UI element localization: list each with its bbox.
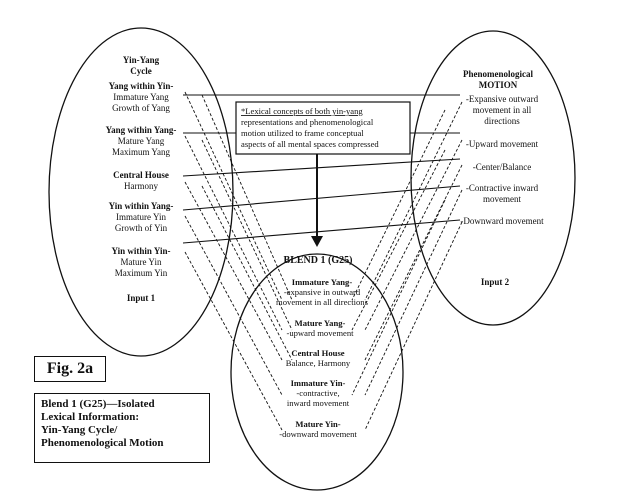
projection-1a: [184, 91, 283, 301]
projection-1e: [184, 251, 283, 431]
input2-item4-line2: movement: [483, 194, 521, 204]
input1-group1-head: Yang within Yin-: [109, 81, 174, 91]
input1-group5-line2: Maximum Yin: [115, 268, 168, 278]
note-line1: *Lexical concepts of both yin-yang: [241, 106, 363, 116]
input2-projections: [351, 101, 463, 431]
projection-2b: [364, 139, 463, 331]
blend-title: BLEND 1 (G25): [284, 255, 353, 266]
caption-line3: Yin-Yang Cycle/: [41, 424, 118, 436]
projection-1h: [201, 185, 293, 361]
blend-group4-head: Immature Yin-: [291, 378, 346, 388]
figure-caption: Blend 1 (G25)—Isolated Lexical Informati…: [34, 393, 210, 463]
connector-contractive: [182, 185, 461, 211]
input1-group2-line1: Mature Yang: [118, 136, 165, 146]
input2-item2-line1: -Upward movement: [466, 139, 539, 149]
blend-group5-head: Mature Yin-: [295, 419, 340, 429]
input2-item4-line1: -Contractive inward: [466, 183, 539, 193]
blend-space: [230, 253, 404, 491]
projection-2c: [364, 164, 463, 361]
input2-item1-line1: -Expansive outward: [466, 94, 539, 104]
note-line3: motion utilized to frame conceptual: [241, 128, 364, 138]
blend-text: BLEND 1 (G25) Immature Yang- -expansive …: [276, 255, 369, 439]
connector-downward: [182, 219, 461, 244]
input1-group2-line2: Maximum Yang: [112, 147, 171, 157]
input1-text: Yin-Yang Cycle Yang within Yin- Immature…: [106, 55, 177, 303]
caption-line1: Blend 1 (G25)—Isolated: [41, 398, 155, 410]
caption-line4: Phenomenological Motion: [41, 437, 164, 449]
input2-space: [410, 30, 576, 326]
input1-title-line1: Yin-Yang: [123, 55, 160, 65]
input2-item1-line2: movement in all: [473, 105, 532, 115]
projection-2e: [364, 221, 463, 431]
input1-group4-line2: Growth of Yin: [115, 223, 168, 233]
input1-group1-line2: Growth of Yang: [112, 103, 170, 113]
blend-group3-line1: Balance, Harmony: [286, 358, 351, 368]
input1-title-line2: Cycle: [130, 66, 152, 76]
input1-group1-line1: Immature Yang: [113, 92, 169, 102]
input2-item5-line1: -Downward movement: [460, 216, 544, 226]
blend-group4-line1: -contractive,: [296, 388, 339, 398]
projection-2h: [351, 199, 446, 396]
input1-group4-head: Yin within Yang-: [109, 201, 174, 211]
input2-item1-line3: directions: [484, 116, 520, 126]
input1-group5-line1: Mature Yin: [121, 257, 162, 267]
compression-arrow-head: [311, 236, 323, 247]
projection-2g: [351, 149, 446, 331]
note-line2: representations and phenomenological: [241, 117, 374, 127]
input2-item3-line1: -Center/Balance: [473, 162, 531, 172]
blend-group5-line1: -downward movement: [279, 429, 357, 439]
projection-2a: [364, 101, 463, 301]
input2-text: Phenomenological MOTION -Expansive outwa…: [460, 69, 544, 287]
blend-group3-head: Central House: [291, 348, 344, 358]
blend-group1-head: Immature Yang-: [292, 277, 353, 287]
input1-group3-line1: Harmony: [124, 181, 158, 191]
blend-group2-line1: -upward movement: [286, 328, 354, 338]
caption-line2: Lexical Information:: [41, 411, 140, 423]
connector-center: [182, 158, 461, 177]
projection-1f: [201, 94, 293, 301]
input1-group5-head: Yin within Yin-: [111, 246, 170, 256]
projection-2f: [351, 109, 446, 301]
note-text: *Lexical concepts of both yin-yang repre…: [241, 106, 379, 149]
input1-group2-head: Yang within Yang-: [106, 125, 177, 135]
blend-group2-head: Mature Yang-: [295, 318, 346, 328]
lexical-concepts-note-box: [235, 101, 411, 155]
blend-group1-line1: -expansive in outward: [284, 287, 361, 297]
input1-group3-head: Central House: [113, 170, 169, 180]
projection-1b: [184, 135, 283, 331]
blend-group1-line2: movement in all directions: [276, 297, 369, 307]
note-line4: aspects of all mental spaces compressed: [241, 139, 379, 149]
input2-title-line2: MOTION: [479, 80, 518, 90]
input2-label: Input 2: [481, 277, 510, 287]
input1-group4-line1: Immature Yin: [116, 212, 166, 222]
projection-1d: [184, 215, 283, 396]
projection-1g: [201, 139, 293, 331]
input2-title-line1: Phenomenological: [463, 69, 533, 79]
input1-space: [48, 27, 234, 357]
input1-label: Input 1: [127, 293, 156, 303]
blend-group4-line2: inward movement: [287, 398, 350, 408]
input1-projections: [184, 91, 293, 431]
projection-2d: [364, 189, 463, 396]
projection-1c: [184, 181, 283, 361]
figure-label: Fig. 2a: [34, 356, 106, 382]
